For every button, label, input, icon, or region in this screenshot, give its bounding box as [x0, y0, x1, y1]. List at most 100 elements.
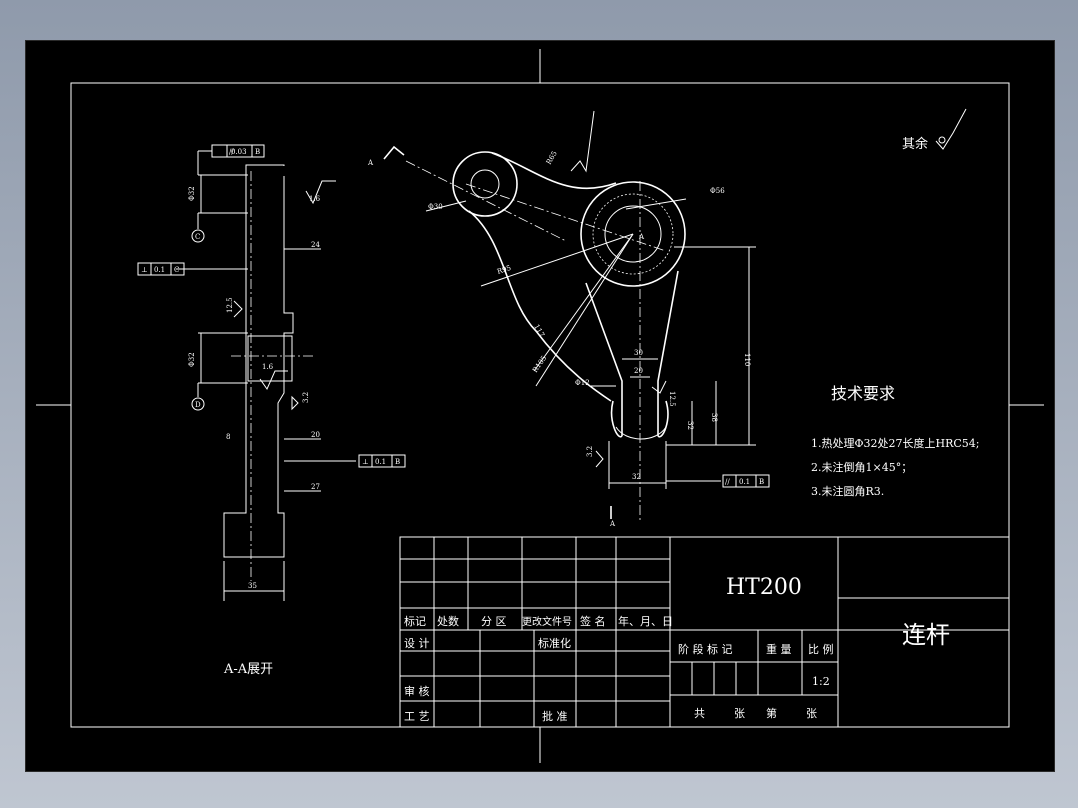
large-boss [580, 181, 686, 287]
dim-text-35: 35 [248, 582, 257, 590]
datum-d-circle [191, 397, 205, 411]
dim-text-r95: R95 [496, 264, 512, 276]
sheet-unit: 张 [734, 707, 745, 720]
dim-text-20: 20 [634, 367, 643, 375]
fcf-top-val: 0.03 [231, 148, 247, 156]
roughness-2 [259, 370, 288, 391]
break-line [570, 110, 595, 173]
dim-text-12.5: 12.5 [226, 297, 234, 313]
title-block-frame [399, 536, 1010, 728]
sheet-total: 共 [694, 707, 705, 720]
roughness-note-symbol [935, 108, 967, 150]
section-mark-a1: A [367, 159, 374, 167]
rev-header-date: 年、月、日 [618, 614, 673, 628]
fcf-right-sym: ⊥ [362, 458, 369, 466]
tech-req-title: 技术要求 [831, 384, 895, 403]
part-name: 连杆 [902, 621, 950, 649]
fcf-right-frame [358, 454, 406, 468]
small-boss [452, 151, 518, 217]
section-label: A-A展开 [223, 662, 273, 677]
label-stage-mark: 阶 段 标 记 [678, 642, 733, 656]
dim-text-110: 110 [743, 353, 751, 366]
tech-req-item-3: 3.未注圆角R3. [811, 484, 884, 498]
leader-phi56 [625, 198, 687, 210]
fcf-right-val: 0.1 [375, 458, 386, 466]
dim-text-phi56: Φ56 [710, 187, 725, 195]
dim-text-3.2: 3.2 [586, 446, 594, 457]
label-process: 工 艺 [404, 710, 430, 723]
dim-text-phi30: Φ30 [428, 203, 443, 211]
dim-r95 [480, 233, 634, 287]
dim-text-27: 27 [311, 483, 320, 491]
bolt-circle [592, 193, 674, 275]
dim-text-r65: R65 [545, 150, 559, 166]
roughness-5 [651, 380, 667, 394]
dim-text-32h: 32 [632, 473, 641, 481]
fcf-bottom-val: 0.1 [739, 478, 750, 486]
fcf-bottom-sym: // [725, 478, 730, 486]
fcf-top-sym: // [229, 148, 234, 156]
dim-text-phi32b: Φ32 [188, 352, 196, 367]
dim-r105 [535, 233, 634, 387]
dim-text-8: 8 [226, 433, 230, 441]
rev-header-zone: 分 区 [481, 615, 507, 628]
small-bore [470, 169, 500, 199]
large-bore [604, 205, 662, 263]
dim-text-3.2: 3.2 [302, 392, 310, 403]
section-mark-top [383, 145, 405, 160]
centerline-arm [465, 183, 667, 252]
dim-text-20: 20 [311, 431, 320, 439]
roughness-6 [595, 450, 604, 468]
dim-text-1.6a: 1.6 [309, 195, 321, 203]
fcf-right-datum: B [395, 458, 400, 466]
arc-arm [468, 210, 612, 402]
label-review: 审 核 [404, 684, 430, 698]
dim-text-phi32a: Φ32 [188, 186, 196, 201]
dim-text-38: 38 [710, 413, 718, 422]
datum-d-label: D [195, 401, 201, 409]
fcf-bottom-frame [722, 474, 770, 488]
roughness-note: 其余 [902, 136, 928, 152]
label-standardize: 标准化 [538, 636, 571, 650]
drawing-frame: // 0.03 B ⊥ 0.1 C ⊥ 0.1 B C D Φ32 1.6 24… [25, 40, 1055, 772]
dim-text-12.5: 12.5 [668, 391, 676, 407]
rev-header-doc: 更改文件号 [522, 615, 572, 628]
dim-117 [533, 233, 634, 372]
dim-text-24: 24 [311, 241, 320, 249]
scale-value: 1:2 [812, 675, 830, 688]
rev-header-sign: 签 名 [580, 614, 606, 628]
dim-text-32v: 32 [686, 421, 694, 430]
lower-boss-bottom [615, 426, 667, 440]
section-view: // 0.03 B ⊥ 0.1 C ⊥ 0.1 B C D Φ32 1.6 24… [137, 144, 406, 677]
centerline-small [405, 160, 567, 242]
material-text: HT200 [726, 575, 802, 600]
sheet-unit2: 张 [806, 707, 817, 720]
fcf-left-sym: ⊥ [141, 266, 148, 274]
roughness-4 [233, 300, 243, 318]
center-a-label: A [638, 233, 645, 241]
fcf-left-val: 0.1 [154, 266, 165, 274]
dim-text-117: 117 [532, 323, 546, 339]
label-design: 设 计 [404, 637, 430, 650]
lower-arm [585, 270, 679, 436]
section-top-chamfer [248, 166, 286, 176]
tech-req-item-1: 1.热处理Φ32处27长度上HRC54; [811, 436, 980, 450]
dim-text-1.6b: 1.6 [262, 363, 274, 371]
section-bore-lower [247, 335, 293, 382]
rev-header-mark: 标记 [404, 614, 426, 628]
sheet-no: 第 [766, 706, 777, 720]
dim-text-30: 30 [634, 349, 643, 357]
rev-header-count: 处数 [437, 615, 459, 628]
fcf-left-datum: C [174, 266, 179, 274]
datum-c-label: C [195, 233, 200, 241]
engineering-drawing: // 0.03 B ⊥ 0.1 C ⊥ 0.1 B C D Φ32 1.6 24… [36, 49, 1044, 763]
label-approve: 批 准 [542, 709, 568, 723]
leader-phi30 [425, 200, 467, 212]
fcf-bottom-datum: B [759, 478, 764, 486]
tech-req-item-2: 2.未注倒角1×45°； [811, 460, 912, 474]
dim-text-phi12: Φ12 [575, 379, 590, 387]
title-block: HT200 连杆 标记 处数 分 区 更改文件号 签 名 年、月、日 设 计 标… [399, 536, 1010, 728]
fcf-top-datum: B [255, 148, 260, 156]
roughness-note-circle [938, 136, 946, 144]
label-weight: 重 量 [766, 642, 792, 656]
